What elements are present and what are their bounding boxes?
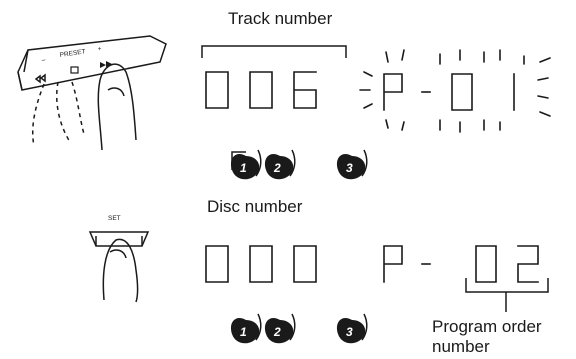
- step1-track-display: [205, 71, 317, 109]
- disc-3-indicator: 3: [336, 313, 368, 344]
- preset-plus-label: +: [97, 45, 102, 52]
- preset-minus-label: –: [41, 56, 46, 63]
- digit-6: [293, 71, 317, 109]
- svg-text:1: 1: [240, 325, 247, 339]
- svg-text:1: 1: [240, 161, 247, 175]
- set-label: SET: [108, 215, 121, 222]
- step1-disc-indicators: 1 2 3: [230, 149, 368, 180]
- skip-forward-icon[interactable]: [100, 61, 112, 68]
- svg-text:3: 3: [346, 325, 353, 339]
- program-order-label-line1: Program order: [432, 317, 542, 336]
- stop-square-icon[interactable]: [70, 66, 79, 74]
- track-number-bracket: [201, 45, 347, 58]
- set-pressing-finger: [102, 238, 139, 303]
- disc-2-indicator: 2: [264, 149, 296, 180]
- step2-track-display: [205, 245, 317, 283]
- svg-text:3: 3: [346, 161, 353, 175]
- blink-rays: [359, 49, 551, 133]
- disc-3-indicator: 3: [336, 149, 368, 180]
- step1-program-display-blinking: [359, 49, 551, 133]
- disc-2-indicator: 2: [264, 313, 296, 344]
- disc-1-indicator-selected: 1: [230, 313, 262, 344]
- pressing-finger: [97, 63, 137, 151]
- program-order-bracket: [465, 278, 549, 312]
- digit-0: [249, 71, 273, 109]
- skip-back-icon[interactable]: [34, 73, 46, 84]
- step2-disc-indicators: 1 2 3: [230, 313, 368, 344]
- set-button-illustration: SET: [88, 215, 150, 303]
- step2-program-display: [383, 245, 539, 283]
- disc-1-indicator-selected: 1: [230, 149, 262, 180]
- svg-text:2: 2: [273, 325, 281, 339]
- program-order-label-line2: number: [432, 337, 490, 356]
- svg-text:2: 2: [273, 161, 281, 175]
- disc-number-leader: [231, 151, 246, 170]
- preset-button-illustration: PRESET – +: [17, 35, 167, 151]
- track-number-label: Track number: [228, 9, 333, 28]
- digit-0: [205, 71, 229, 109]
- preset-label: PRESET: [59, 48, 86, 59]
- disc-number-label: Disc number: [207, 197, 303, 216]
